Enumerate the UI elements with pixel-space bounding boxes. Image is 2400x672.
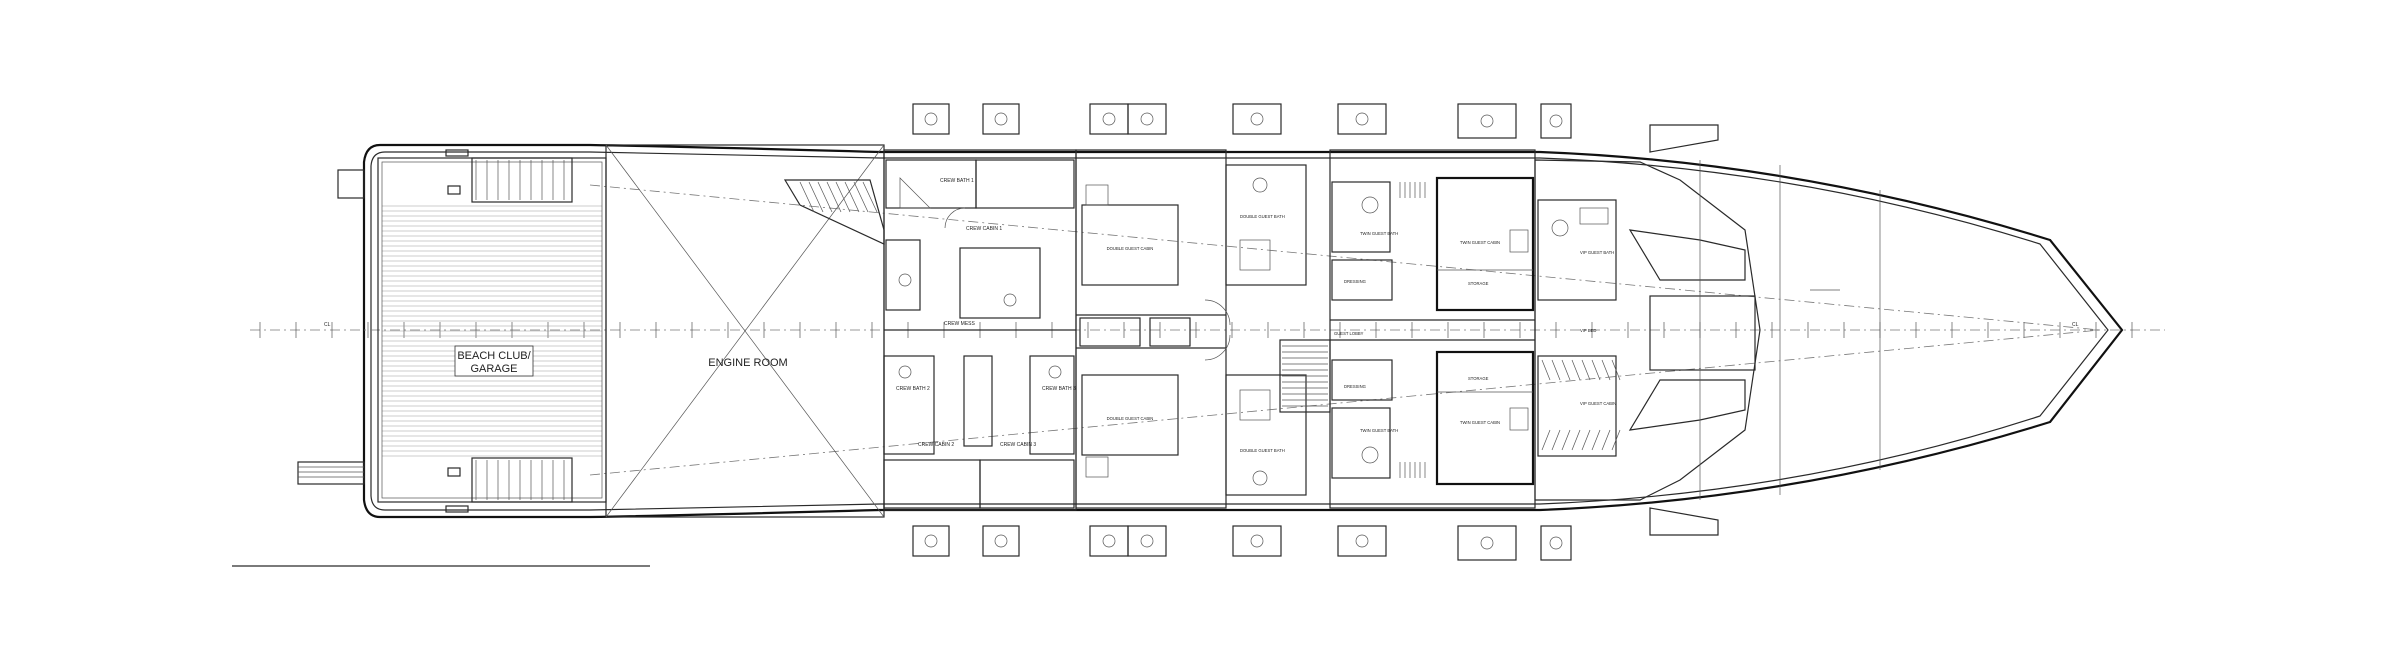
window-porthole xyxy=(1549,536,1563,550)
twin-cabin-2-label: TWIN GUEST CABIN xyxy=(1460,420,1500,425)
crew-stair-tread xyxy=(799,181,815,213)
double-guest-cabins: DOUBLE GUEST CABIN DOUBLE GUEST CABIN DO… xyxy=(1075,149,1307,509)
double-bath-1-label: DOUBLE GUEST BATH xyxy=(1240,214,1285,219)
window-frame xyxy=(1457,525,1517,561)
guest-lobby-label: GUEST LOBBY xyxy=(1334,331,1364,336)
window-porthole xyxy=(1480,114,1494,128)
window-frame xyxy=(1232,525,1282,557)
beach-club-area: BEACH CLUB/ GARAGE xyxy=(377,149,607,513)
beach-club-label-line2: GARAGE xyxy=(470,363,517,375)
vip-closet-mark xyxy=(1591,429,1601,451)
vip-closet-mark xyxy=(1581,359,1591,381)
beach-club-label-line1: BEACH CLUB/ xyxy=(457,350,531,362)
vip-closet-mark xyxy=(1601,429,1611,451)
vip-closet-mark xyxy=(1611,359,1621,381)
vip-closet-mark xyxy=(1581,429,1591,451)
crew-area: CREW BATH 1 CREW CABIN 1 CREW MESS CREW … xyxy=(783,149,1077,511)
window-porthole xyxy=(1140,112,1154,126)
storage-2-label: STORAGE xyxy=(1468,376,1489,381)
engine-room: ENGINE ROOM xyxy=(605,144,885,518)
window-porthole xyxy=(1480,536,1494,550)
hull-windows xyxy=(912,103,1572,561)
crew-stair-tread xyxy=(808,181,824,213)
window-frame xyxy=(1127,103,1167,135)
window-frame xyxy=(912,103,950,135)
dressing-2-label: DRESSING xyxy=(1344,384,1366,389)
window-porthole xyxy=(1102,534,1116,548)
window-frame xyxy=(1457,103,1517,139)
centerline-label-bow: CL xyxy=(2072,322,2079,328)
window-porthole xyxy=(1355,112,1369,126)
vip-cabin-label: VIP GUEST CABIN xyxy=(1580,401,1616,406)
crew-stair-tread xyxy=(844,181,860,213)
double-cabin-1-label: DOUBLE GUEST CABIN xyxy=(1107,246,1154,251)
crew-cabin-1-label: CREW CABIN 1 xyxy=(966,226,1002,232)
twin-bath-1-label: TWIN GUEST BATH xyxy=(1360,231,1398,236)
window-frame xyxy=(1540,103,1572,139)
crew-mess-label: CREW MESS xyxy=(944,321,976,327)
crew-stair-tread xyxy=(835,181,851,213)
vip-closet-mark xyxy=(1541,359,1551,381)
window-frame xyxy=(1232,103,1282,135)
window-frame xyxy=(912,525,950,557)
vip-closet-mark xyxy=(1551,359,1561,381)
window-porthole xyxy=(994,534,1008,548)
vip-closet-mark xyxy=(1591,359,1601,381)
window-frame xyxy=(982,525,1020,557)
vip-closet-mark xyxy=(1561,359,1571,381)
centerline: CL CL xyxy=(250,184,2165,476)
vip-bed-label: VIP BED xyxy=(1580,328,1596,333)
crew-stair-tread xyxy=(826,181,842,213)
crew-bath-3-label: CREW BATH 3 xyxy=(1042,386,1076,392)
window-porthole xyxy=(1549,114,1563,128)
guest-lobby: GUEST LOBBY xyxy=(1204,299,1364,413)
vip-closet-mark xyxy=(1571,429,1581,451)
window-frame xyxy=(1337,525,1387,557)
crew-bath-1-label: CREW BATH 1 xyxy=(940,178,974,184)
twin-bath-2-label: TWIN GUEST BATH xyxy=(1360,428,1398,433)
vip-closet-mark xyxy=(1541,429,1551,451)
window-porthole xyxy=(924,112,938,126)
twin-cabin-1-label: TWIN GUEST CABIN xyxy=(1460,240,1500,245)
window-porthole xyxy=(1250,112,1264,126)
window-frame xyxy=(1540,525,1572,561)
double-cabin-2-label: DOUBLE GUEST CABIN xyxy=(1107,416,1154,421)
vip-guest-cabin: VIP GUEST BATH VIP GUEST CABIN VIP BED xyxy=(1534,159,1881,501)
vip-closet-mark xyxy=(1611,429,1621,451)
vip-closet-mark xyxy=(1571,359,1581,381)
window-frame xyxy=(1089,525,1129,557)
window-porthole xyxy=(1102,112,1116,126)
double-bath-2-label: DOUBLE GUEST BATH xyxy=(1240,448,1285,453)
crew-cabin-2-label: CREW CABIN 2 xyxy=(918,442,954,448)
engine-room-label: ENGINE ROOM xyxy=(708,357,787,369)
deck-border xyxy=(381,161,603,499)
crew-stair-tread xyxy=(862,181,878,213)
window-porthole xyxy=(924,534,938,548)
window-porthole xyxy=(994,112,1008,126)
window-frame xyxy=(982,103,1020,135)
window-porthole xyxy=(1140,534,1154,548)
anchor-pockets xyxy=(1649,124,1840,536)
window-porthole xyxy=(1355,534,1369,548)
crew-stair-tread xyxy=(853,181,869,213)
window-porthole xyxy=(1250,534,1264,548)
window-frame xyxy=(1127,525,1167,557)
hull-outline xyxy=(297,143,2124,519)
window-frame xyxy=(1089,103,1129,135)
window-frame xyxy=(1337,103,1387,135)
centerline-label: CL xyxy=(324,322,331,328)
crew-bath-2-label: CREW BATH 2 xyxy=(896,386,930,392)
dressing-1-label: DRESSING xyxy=(1344,279,1366,284)
crew-stair-tread xyxy=(817,181,833,213)
vip-closet-mark xyxy=(1561,429,1571,451)
storage-1-label: STORAGE xyxy=(1468,281,1489,286)
vip-closet-mark xyxy=(1601,359,1611,381)
vip-bath-label: VIP GUEST BATH xyxy=(1580,250,1614,255)
crew-cabin-3-label: CREW CABIN 3 xyxy=(1000,442,1036,448)
vip-closet-mark xyxy=(1551,429,1561,451)
twin-guest-cabins: TWIN GUEST BATH TWIN GUEST BATH DRESSING… xyxy=(1329,149,1536,509)
